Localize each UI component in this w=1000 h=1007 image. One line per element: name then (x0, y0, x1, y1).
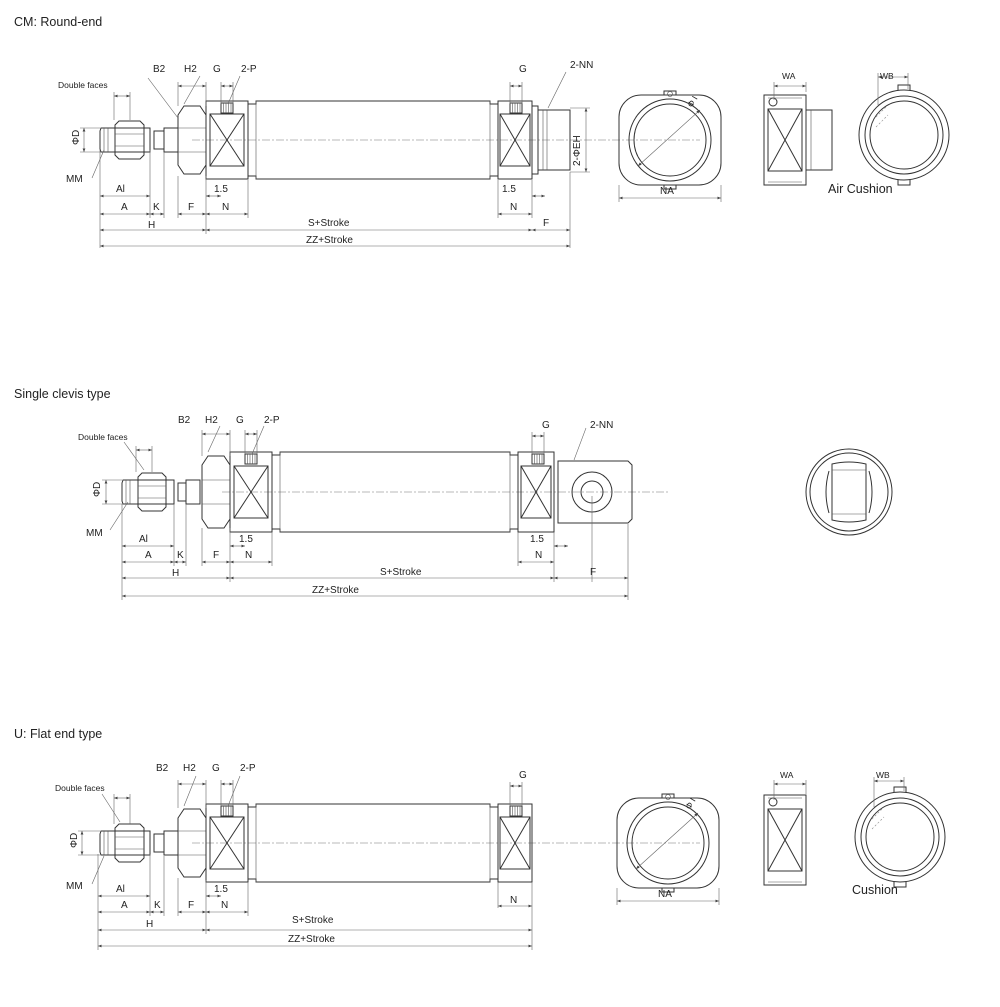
cylinder-side-view-u (99, 803, 701, 883)
label-n-rear-clevis: N (535, 550, 542, 561)
label-wb-cm: WB (880, 71, 894, 81)
label-h2-u: H2 (183, 763, 196, 774)
label-b2-clevis: B2 (178, 415, 191, 426)
label-2p-u: 2-P (240, 763, 256, 774)
label-g-rear-clevis: G (542, 420, 550, 431)
label-phi-d-clevis: ΦD (92, 482, 103, 497)
cushion-view-u (854, 777, 946, 888)
label-zz-stroke-cm: ZZ+Stroke (306, 235, 353, 246)
label-f-clevis: F (213, 550, 219, 561)
label-s-stroke-cm: S+Stroke (308, 218, 350, 229)
label-g-rear-u: G (519, 770, 527, 781)
label-mm-cm: MM (66, 174, 83, 185)
label-1-5-u: 1.5 (214, 884, 228, 895)
extension-lines-clevis (102, 430, 629, 600)
label-h2-clevis: H2 (205, 415, 218, 426)
label-phi-i-cm: Φ I (685, 94, 699, 109)
section-cm-round-end: CM: Round-end (14, 15, 950, 248)
end-view-front-cm (618, 90, 722, 202)
label-al-u: Al (116, 884, 125, 895)
label-wa-u: WA (780, 770, 794, 780)
cylinder-side-view-clevis (121, 451, 671, 533)
label-na-cm: NA (660, 186, 674, 197)
section-u-flat-end: U: Flat end type (14, 727, 946, 950)
label-na-u: NA (658, 889, 672, 900)
label-f-rear-clevis: F (590, 567, 596, 578)
label-double-faces-u: Double faces (55, 783, 105, 793)
label-wb-u: WB (876, 770, 890, 780)
label-mm-clevis: MM (86, 528, 103, 539)
label-1-5-rear-clevis: 1.5 (530, 534, 544, 545)
label-k-clevis: K (177, 550, 184, 561)
dimension-lines-u (80, 775, 532, 948)
label-b2-u: B2 (156, 763, 169, 774)
label-h-clevis: H (172, 568, 179, 579)
label-g-u: G (212, 763, 220, 774)
label-1-5-cm: 1.5 (214, 184, 228, 195)
label-f-cm: F (188, 202, 194, 213)
label-h-u: H (146, 919, 153, 930)
label-f-rear-cm: F (543, 218, 549, 229)
label-b2-cm: B2 (153, 64, 166, 75)
label-al-cm: Al (116, 184, 125, 195)
label-phi-i-u: Φ I (683, 796, 697, 811)
cushion-view-cm (858, 73, 950, 186)
label-phi-d-u: ΦD (69, 833, 80, 848)
label-h2-cm: H2 (184, 64, 197, 75)
label-mm-u: MM (66, 881, 83, 892)
label-k-u: K (154, 900, 161, 911)
section-title-u: U: Flat end type (14, 727, 102, 741)
section-single-clevis: Single clevis type (14, 387, 893, 600)
label-n-rear-u: N (510, 895, 517, 906)
label-air-cushion: Air Cushion (828, 182, 893, 196)
label-2nn-cm: 2-NN (570, 60, 593, 71)
end-view-front-u (616, 793, 720, 905)
label-1-5-rear-cm: 1.5 (502, 184, 516, 195)
label-s-stroke-clevis: S+Stroke (380, 567, 422, 578)
label-1-5-clevis: 1.5 (239, 534, 253, 545)
label-2p-clevis: 2-P (264, 415, 280, 426)
dimension-lines-cm (82, 71, 588, 248)
cylinder-side-view-cm (99, 100, 701, 180)
label-al-clevis: Al (139, 534, 148, 545)
label-s-stroke-u: S+Stroke (292, 915, 334, 926)
label-n-cm: N (222, 202, 229, 213)
end-view-side-u (763, 780, 807, 886)
label-f-u: F (188, 900, 194, 911)
label-a-u: A (121, 900, 128, 911)
label-a-cm: A (121, 202, 128, 213)
label-g-clevis: G (236, 415, 244, 426)
label-2nn-clevis: 2-NN (590, 420, 613, 431)
end-view-side-cm (763, 82, 833, 186)
label-n-u: N (221, 900, 228, 911)
dimension-lines-clevis (104, 425, 628, 598)
label-n-clevis: N (245, 550, 252, 561)
section-title-clevis: Single clevis type (14, 387, 111, 401)
clevis-end-view (805, 448, 893, 536)
label-phi-d-cm: ΦD (71, 130, 82, 145)
label-h-cm: H (148, 220, 155, 231)
label-g-rear-cm: G (519, 64, 527, 75)
section-title-cm: CM: Round-end (14, 15, 102, 29)
label-cushion: Cushion (852, 883, 898, 897)
label-a-clevis: A (145, 550, 152, 561)
label-zz-stroke-u: ZZ+Stroke (288, 934, 335, 945)
label-2p-cm: 2-P (241, 64, 257, 75)
label-n-rear-cm: N (510, 202, 517, 213)
label-zz-stroke-clevis: ZZ+Stroke (312, 585, 359, 596)
label-eh-cm: 2-ΦEH (572, 135, 583, 166)
label-wa-cm: WA (782, 71, 796, 81)
label-g-cm: G (213, 64, 221, 75)
label-double-faces-cm: Double faces (58, 80, 108, 90)
label-k-cm: K (153, 202, 160, 213)
label-double-faces-clevis: Double faces (78, 432, 128, 442)
